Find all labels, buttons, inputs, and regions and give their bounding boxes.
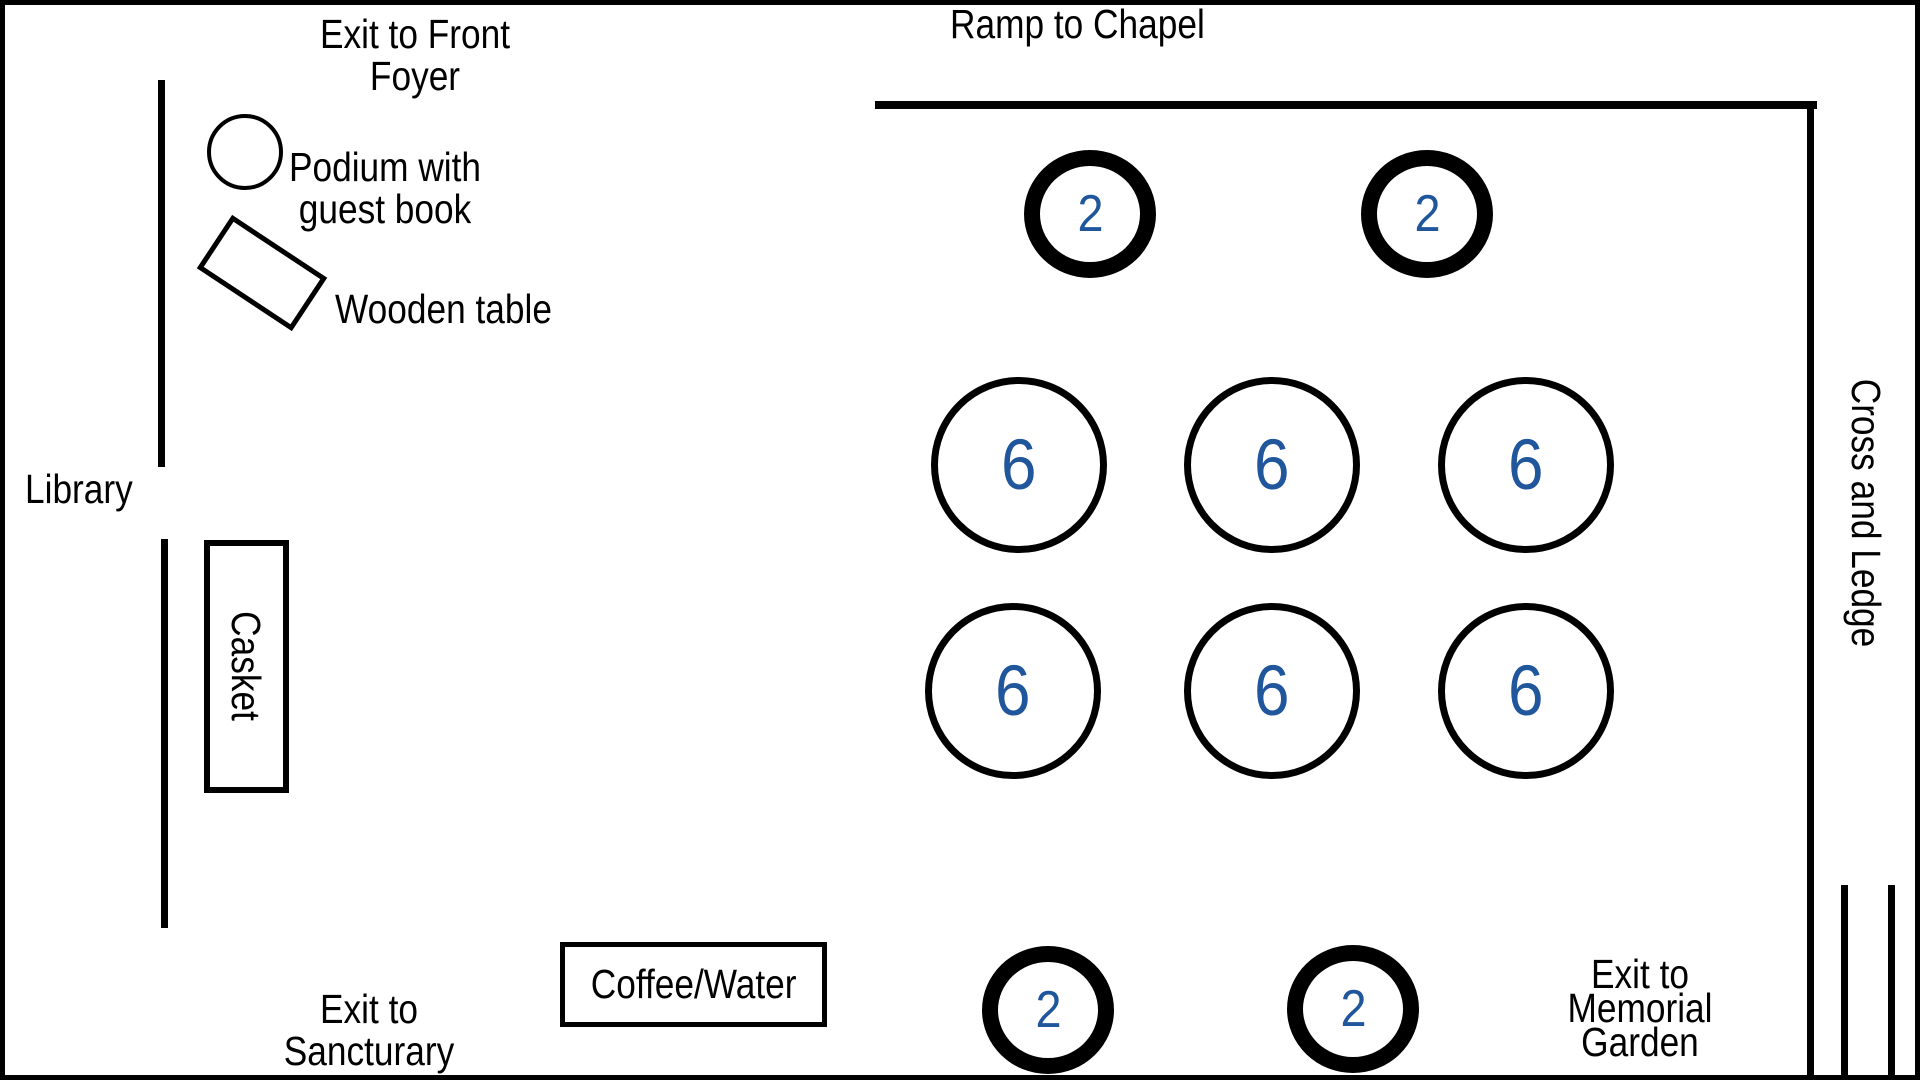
label-line: Garden [1581,1019,1699,1065]
seat-count: 6 [1254,651,1290,731]
wall-top [875,101,1817,109]
coffee-water-box: Coffee/Water [560,942,827,1027]
two-seat-table-bottom-2: 2 [1287,945,1419,1073]
label-ramp-to-chapel: Ramp to Chapel [950,1,1205,47]
guest-table-4: 6 [925,603,1101,779]
label-line: guest book [298,186,472,232]
guest-table-5: 6 [1184,603,1360,779]
two-seat-table-top-1: 2 [1024,150,1156,278]
wall-right [1807,101,1814,1075]
guest-table-3: 6 [1438,377,1614,553]
label-podium: Podium with guest book [289,146,481,230]
seat-count: 2 [1339,980,1367,1038]
label-exit-sanctuary: Exit to Sancturary [284,988,455,1072]
wooden-table-shape [196,214,328,332]
casket-box [204,540,289,793]
seat-count: 2 [1076,185,1104,243]
label-casket: Casket [223,611,269,721]
label-line: Podium with [288,144,482,190]
label-exit-memorial-garden: Exit to Memorial Garden [1567,951,1713,1065]
guest-table-6: 6 [1438,603,1614,779]
label-line: Memorial [1567,985,1713,1031]
label-line: Exit to Front [319,11,511,57]
label-line: Sancturary [283,1028,455,1074]
label-cross-and-ledge: Cross and Ledge [1843,378,1889,648]
podium-circle [207,114,283,190]
seat-count: 2 [1034,981,1062,1039]
seat-count: 2 [1413,185,1441,243]
seat-count: 6 [995,651,1031,731]
two-seat-table-bottom-1: 2 [982,946,1114,1074]
seat-count: 6 [1508,425,1544,505]
seat-count: 6 [1508,651,1544,731]
seat-count: 6 [1001,425,1037,505]
two-seat-table-top-2: 2 [1361,150,1493,278]
wall-left-upper [158,80,165,467]
label-line: Exit to [1591,951,1689,997]
label-line: Foyer [369,53,461,99]
seat-count: 6 [1254,425,1290,505]
wall-left-lower [161,539,168,928]
label-exit-front-foyer: Exit to Front Foyer [320,13,510,97]
memorial-door-line-2 [1888,885,1895,1075]
memorial-door-line-1 [1841,885,1848,1075]
label-line: Exit to [320,986,418,1032]
label-library: Library [25,466,133,512]
guest-table-1: 6 [931,377,1107,553]
label-wooden-table: Wooden table [335,286,552,332]
guest-table-2: 6 [1184,377,1360,553]
coffee-water-label: Coffee/Water [590,961,797,1007]
